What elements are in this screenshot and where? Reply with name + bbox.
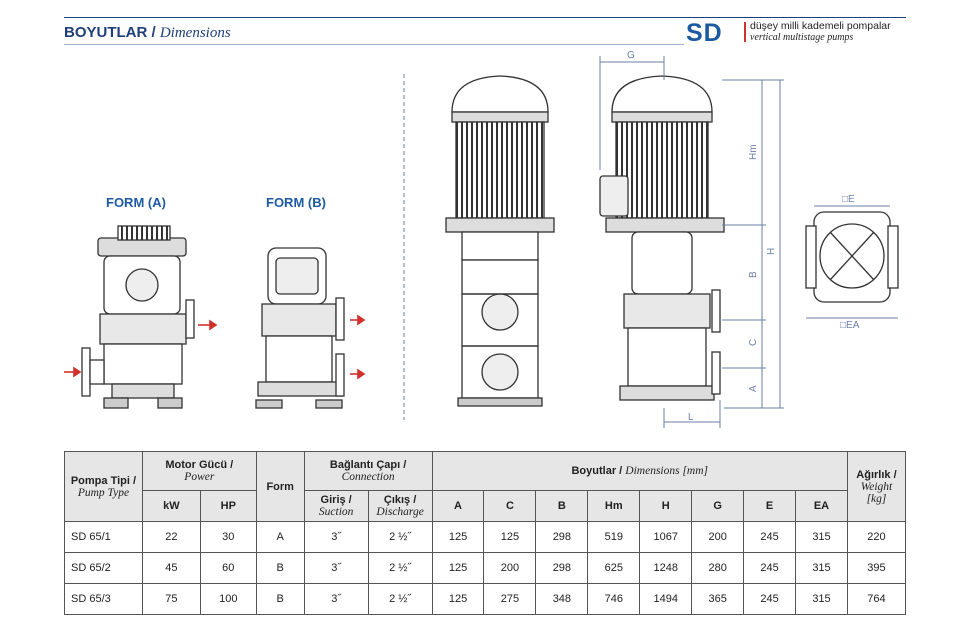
dim-label-ea: □EA xyxy=(840,320,860,331)
col-header-kw: kW xyxy=(141,490,201,522)
form-a-label: FORM (A) xyxy=(106,195,166,210)
brand-logo: SD xyxy=(686,19,723,47)
col-header-dim-h: H xyxy=(639,490,693,522)
dimensions-table: Pompa Tipi / Pump Type Motor Gücü / Powe… xyxy=(64,451,907,615)
form-a-flow-arrows xyxy=(64,319,218,378)
table-row: SD 65/2 45 60 B 3˝ 2 ½˝ 125 200 298 625 … xyxy=(64,552,907,584)
dim-label-hm: Hm xyxy=(748,144,759,160)
col-header-connection: Bağlantı Çapı / Connection xyxy=(303,451,433,491)
header-rule xyxy=(64,17,906,18)
table-row: SD 65/3 75 100 B 3˝ 2 ½˝ 125 275 348 746… xyxy=(64,583,907,615)
brand-subtitle-tr: düşey milli kademeli pompalar xyxy=(750,20,891,32)
pump-side-view xyxy=(599,75,725,401)
dim-label-c: C xyxy=(748,339,759,346)
dimension-lines xyxy=(599,56,784,428)
col-header-discharge: Çıkış / Discharge xyxy=(367,490,433,522)
brand-divider xyxy=(744,22,746,42)
col-header-dim-g: G xyxy=(691,490,745,522)
title-en: Dimensions xyxy=(159,25,231,41)
dim-label-e: □E xyxy=(842,194,855,205)
dim-label-g: G xyxy=(627,50,635,61)
form-a-drawing xyxy=(81,225,195,409)
col-header-dimensions: Boyutlar / Dimensions [mm] xyxy=(431,451,848,491)
col-header-weight: Ağırlık / Weight [kg] xyxy=(846,451,907,522)
col-header-dim-e: E xyxy=(743,490,797,522)
pump-top-view xyxy=(805,211,899,303)
col-header-dim-hm: Hm xyxy=(587,490,641,522)
form-b-label: FORM (B) xyxy=(266,195,326,210)
col-header-form: Form xyxy=(255,451,305,522)
technical-drawings: G Hm H B C A L □E □EA xyxy=(64,50,899,428)
page-title: BOYUTLAR / Dimensions xyxy=(64,24,231,42)
col-header-dim-ea: EA xyxy=(795,490,848,522)
col-header-dim-b: B xyxy=(535,490,589,522)
col-header-motor-power: Motor Gücü / Power xyxy=(141,451,257,491)
table-row: SD 65/1 22 30 A 3˝ 2 ½˝ 125 125 298 519 … xyxy=(64,521,907,553)
title-tr: BOYUTLAR / xyxy=(64,24,156,41)
form-b-drawing xyxy=(255,247,345,409)
top-view-dimension-lines xyxy=(806,205,898,319)
dim-label-b: B xyxy=(748,271,759,278)
col-header-pump-type: Pompa Tipi / Pump Type xyxy=(64,451,143,522)
dim-label-h: H xyxy=(766,248,777,255)
pump-front-view xyxy=(445,75,555,407)
dim-label-l: L xyxy=(688,412,694,423)
col-header-dim-a: A xyxy=(431,490,485,522)
col-header-dim-c: C xyxy=(483,490,537,522)
form-b-flow-arrows xyxy=(350,314,366,380)
col-header-suction: Giriş / Suction xyxy=(303,490,369,522)
dim-label-a: A xyxy=(748,385,759,392)
col-header-hp: HP xyxy=(199,490,257,522)
header-underline xyxy=(64,44,684,45)
brand-subtitle-en: vertical multistage pumps xyxy=(750,32,854,43)
